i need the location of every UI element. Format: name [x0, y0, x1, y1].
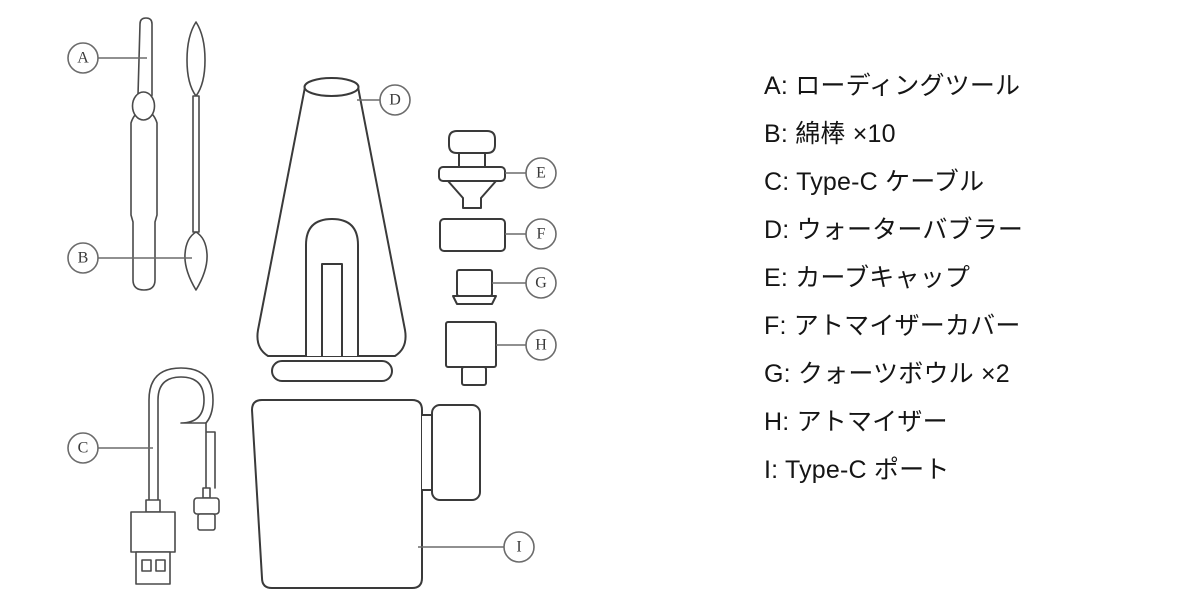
part-atomizer [445, 321, 497, 386]
legend-key-i: I: [764, 456, 779, 484]
callout-a-label: A [77, 50, 89, 67]
part-carb-cap [438, 130, 506, 209]
part-loading-tool [130, 17, 158, 291]
legend-item-g: G: クォーツボウル ×2 [764, 350, 1184, 398]
part-cotton-swab [184, 21, 208, 291]
part-type-c-cable [130, 367, 220, 585]
part-water-bubbler [256, 77, 407, 382]
legend-item-c: C: Type-C ケーブル [764, 158, 1184, 206]
legend-item-b: B: 綿棒 ×10 [764, 110, 1184, 158]
parts-diagram-illustration: .part { fill: #ffffff; stroke: #3a3a3a; … [67, 17, 557, 589]
legend-item-i: I: Type-C ポート [764, 446, 1184, 494]
callout-e-label: E [536, 165, 546, 182]
legend-label-a: ローディングツール [795, 72, 1021, 100]
callout-c-label: C [78, 440, 89, 457]
legend-item-e: E: カーブキャップ [764, 254, 1184, 302]
callout-f-label: F [537, 226, 546, 243]
legend-label-b: 綿棒 ×10 [795, 120, 896, 148]
callout-h-label: H [535, 337, 547, 354]
legend-key-h: H: [764, 408, 790, 436]
legend-key-e: E: [764, 264, 789, 292]
callout-g: G [492, 267, 557, 299]
legend-label-g: クォーツボウル ×2 [797, 360, 1010, 388]
legend-label-e: カーブキャップ [795, 264, 971, 292]
legend-key-f: F: [764, 312, 787, 340]
legend-key-c: C: [764, 168, 790, 196]
legend-item-h: H: アトマイザー [764, 398, 1184, 446]
legend-item-f: F: アトマイザーカバー [764, 302, 1184, 350]
callout-i-label: I [516, 539, 521, 556]
part-base-unit [251, 399, 481, 589]
legend-label-c: Type-C ケーブル [796, 168, 985, 196]
legend-label-f: アトマイザーカバー [793, 312, 1021, 340]
legend-label-i: Type-C ポート [785, 456, 950, 484]
callout-d: D [357, 84, 411, 116]
callout-b-label: B [78, 250, 89, 267]
legend-item-d: D: ウォーターバブラー [764, 206, 1184, 254]
callout-h: H [496, 329, 557, 361]
legend-key-g: G: [764, 360, 791, 388]
legend-key-a: A: [764, 72, 789, 100]
parts-legend: A: ローディングツール B: 綿棒 ×10 C: Type-C ケーブル D:… [764, 62, 1184, 494]
callout-d-label: D [389, 92, 401, 109]
legend-item-a: A: ローディングツール [764, 62, 1184, 110]
callout-b: B [67, 242, 192, 274]
part-atomizer-cover [439, 218, 506, 252]
legend-key-b: B: [764, 120, 789, 148]
callout-g-label: G [535, 275, 547, 292]
callout-e: E [505, 157, 557, 189]
callout-a: A [67, 42, 147, 74]
callout-f: F [505, 218, 557, 250]
legend-key-d: D: [764, 216, 790, 244]
legend-label-h: アトマイザー [796, 408, 948, 436]
callout-i: I [418, 531, 535, 563]
legend-label-d: ウォーターバブラー [796, 216, 1024, 244]
part-quartz-bowl [452, 269, 497, 305]
callout-c: C [67, 432, 153, 464]
